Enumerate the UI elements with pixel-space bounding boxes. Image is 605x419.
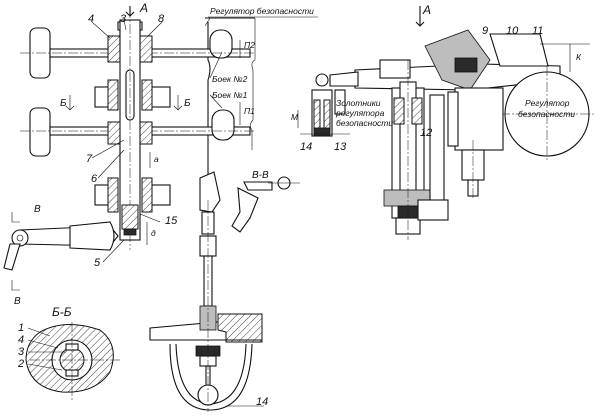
- part-3-section: 3: [18, 346, 25, 358]
- crank-pivot: [11, 229, 29, 247]
- part-13: 13: [334, 141, 347, 153]
- cut-b-left: Б: [60, 98, 67, 109]
- left-main-view: [3, 6, 256, 291]
- part-1: 1: [18, 322, 24, 334]
- valves-label-3: безопасности: [336, 118, 393, 128]
- part-3-top: 3: [120, 13, 127, 25]
- dim-d: д: [151, 228, 156, 238]
- part-11: 11: [532, 25, 543, 37]
- hand-wheel-lower: [29, 107, 51, 157]
- part-2: 2: [17, 358, 24, 370]
- text-labels: А А Регулятор безопасности Регулятор без…: [14, 1, 582, 408]
- part-10: 10: [506, 25, 519, 37]
- pedestal-view: [149, 200, 264, 412]
- dim-k: К: [576, 52, 582, 62]
- right-view: [297, 6, 595, 240]
- section-bb-title: Б-Б: [52, 305, 72, 319]
- part-14-bottom: 14: [256, 396, 268, 408]
- section-vv-title: В-В: [252, 170, 269, 181]
- part-4-top: 4: [88, 13, 94, 25]
- part-14-right: 14: [300, 141, 312, 153]
- view-a-label-left: А: [139, 1, 148, 15]
- regulator-title: Регулятор безопасности: [210, 6, 314, 16]
- view-a-label-right: А: [422, 3, 431, 17]
- part-12: 12: [420, 127, 432, 139]
- dim-a: а: [154, 154, 159, 164]
- part-4-section: 4: [18, 334, 24, 346]
- part-15: 15: [165, 215, 178, 227]
- part-7: 7: [86, 153, 93, 165]
- dim-p1: П1: [244, 106, 255, 116]
- striker-2: [209, 29, 233, 59]
- section-vv-detail: [199, 171, 300, 233]
- cut-v-top: В: [34, 204, 41, 215]
- striker1-label: Боек №1: [212, 90, 248, 100]
- section-bb-view: [25, 322, 120, 400]
- regulator-circle-text-2: безопасности: [518, 109, 575, 119]
- part-8: 8: [158, 13, 165, 25]
- striker-1: [211, 109, 235, 141]
- cut-b-right: Б: [184, 98, 191, 109]
- part-6: 6: [91, 173, 98, 185]
- dim-p2: П2: [244, 40, 255, 50]
- regulator-circle-text-1: Регулятор: [525, 98, 570, 108]
- valves-label-1: Золотники: [336, 98, 381, 108]
- striker2-label: Боек №2: [212, 74, 248, 84]
- part-9: 9: [482, 25, 488, 37]
- part-5: 5: [94, 257, 101, 269]
- frame-edge: [207, 22, 211, 200]
- valves-label-2: регулятора: [335, 108, 385, 118]
- dim-m: М: [291, 112, 299, 122]
- cut-v-bottom: В: [14, 296, 21, 307]
